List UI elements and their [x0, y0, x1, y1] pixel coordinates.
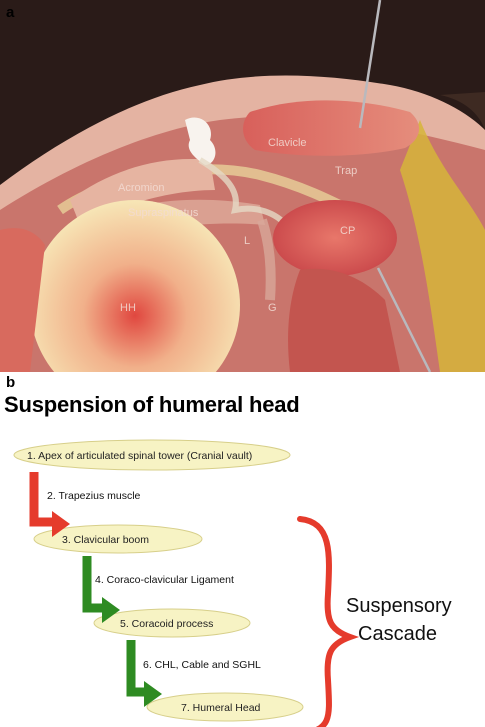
connector-trapezius-arrowhead — [52, 511, 70, 537]
label-cp: CP — [340, 225, 355, 237]
connector-chl-arrow — [126, 640, 147, 697]
suspension-cascade-diagram: 1. Apex of articulated spinal tower (Cra… — [13, 439, 452, 727]
node-humeral-head: 7. Humeral Head — [146, 692, 304, 722]
label-hh: HH — [120, 302, 136, 314]
cascade-label-line2: Cascade — [358, 623, 437, 645]
connector-trapezius-arrow — [29, 472, 55, 527]
connector-trapezius-label: 2. Trapezius muscle — [47, 490, 141, 502]
connector-chl-label: 6. CHL, Cable and SGHL — [143, 659, 261, 671]
panel-b-label: b — [6, 374, 16, 391]
label-g: G — [268, 302, 277, 314]
connector-coracoclavicular-arrow — [82, 556, 105, 613]
diagram-title: Suspension of humeral head — [4, 392, 300, 417]
label-acromion: Acromion — [118, 182, 164, 194]
label-supraspinatus: Supraspinatus — [128, 207, 199, 219]
node-clavicular-boom: 3. Clavicular boom — [33, 524, 203, 554]
connector-chl-arrowhead — [144, 681, 162, 707]
label-l: L — [244, 235, 250, 247]
cascade-label-line1: Suspensory — [346, 595, 452, 617]
node-coracoid-process-label: 5. Coracoid process — [120, 618, 213, 630]
node-clavicular-boom-label: 3. Clavicular boom — [62, 534, 149, 546]
node-humeral-head-label: 7. Humeral Head — [181, 702, 261, 714]
node-apex-label: 1. Apex of articulated spinal tower (Cra… — [27, 450, 252, 462]
cascade-brace — [297, 516, 360, 727]
shoulder-section-photo: Clavicle Acromion Trap Supraspinatus CP … — [0, 0, 485, 372]
label-clavicle: Clavicle — [268, 137, 307, 149]
connector-coracoclavicular-label: 4. Coraco-clavicular Ligament — [95, 574, 234, 586]
node-apex: 1. Apex of articulated spinal tower (Cra… — [13, 439, 291, 471]
node-coracoid-process: 5. Coracoid process — [93, 608, 251, 638]
label-trap: Trap — [335, 165, 357, 177]
connector-coracoclavicular-arrowhead — [102, 597, 120, 623]
panel-a-label: a — [6, 4, 15, 21]
